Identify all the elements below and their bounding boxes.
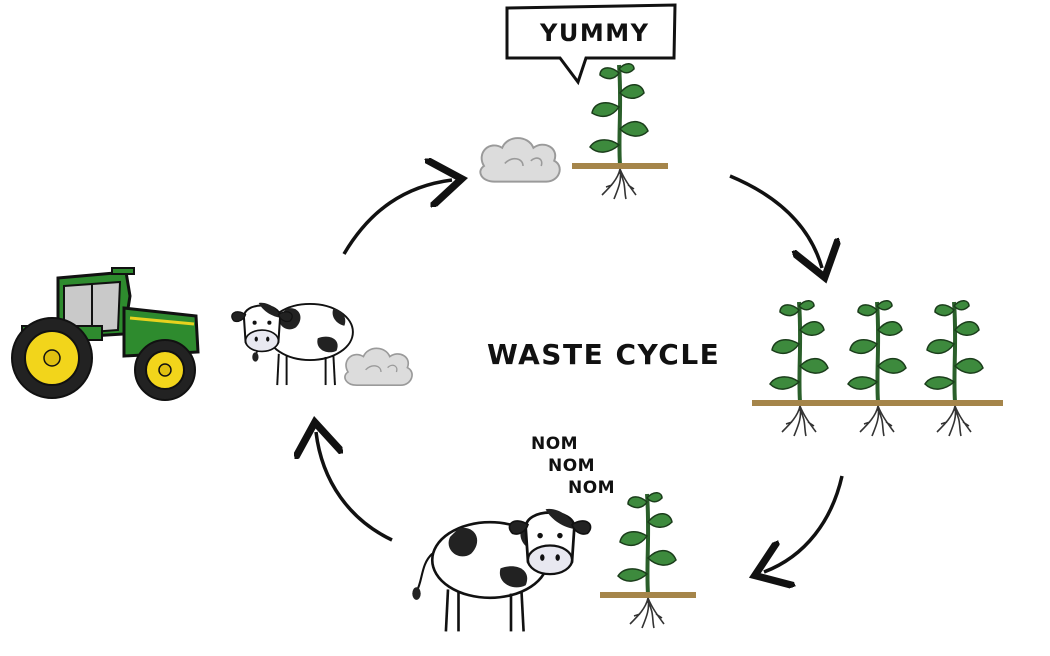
plant-icon [750,298,850,438]
cycle-arrow-icon [764,475,844,572]
plant-icon [598,490,698,630]
plant-icon [570,61,670,201]
speech-bubble-icon [505,3,677,86]
cow-icon [410,507,592,633]
plant-icon [905,298,1005,438]
smoke-cloud-icon [344,347,413,387]
eating-sound-2: NOM [548,456,596,476]
plant-icon [828,298,928,438]
cycle-arrow-icon [729,174,822,268]
speech-bubble-text: YUMMY [540,19,650,47]
cow-icon [230,301,354,387]
cycle-arrow-icon [316,432,393,542]
eating-sound-1: NOM [531,434,579,454]
diagram-title: WASTE CYCLE [487,338,721,371]
tractor-icon [11,267,200,401]
cycle-arrow-icon [342,180,452,255]
smoke-cloud-icon [479,137,561,183]
eating-sound-3: NOM [568,478,616,498]
